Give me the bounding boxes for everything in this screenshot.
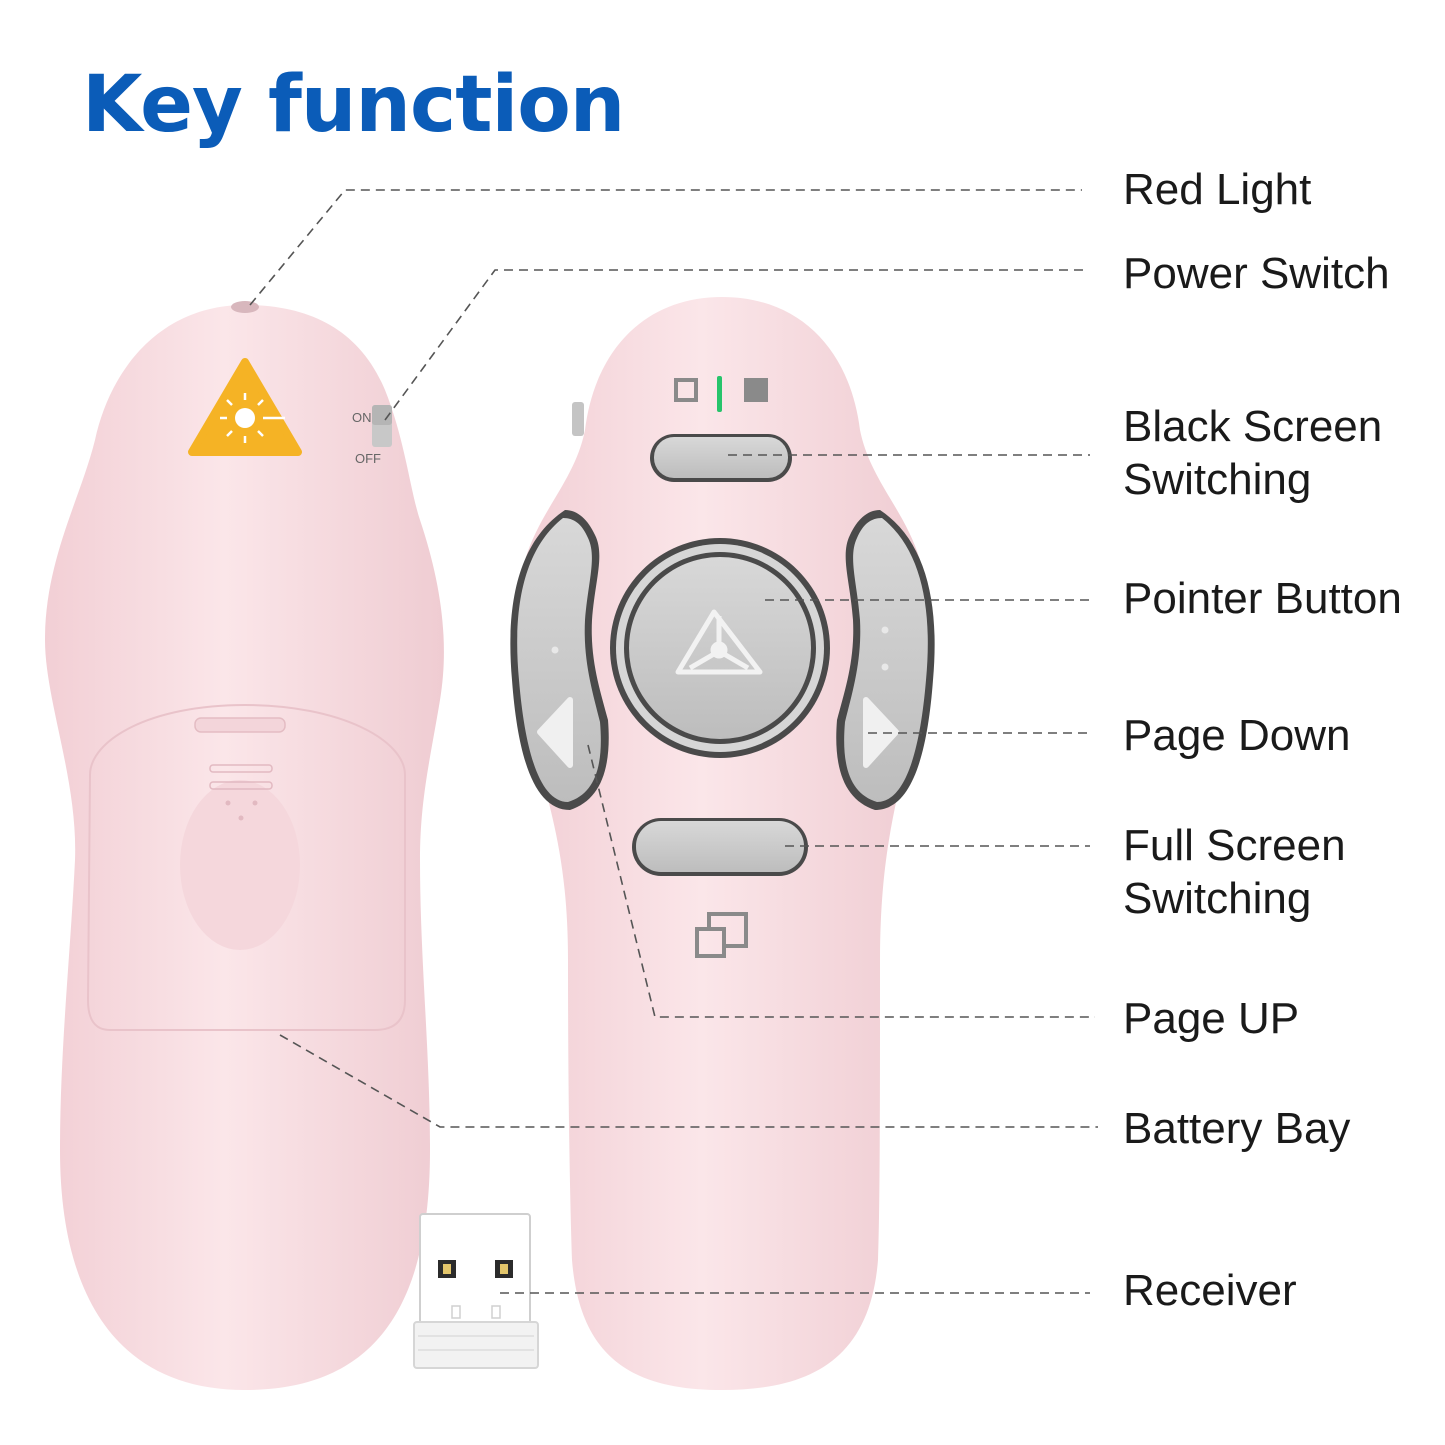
leader-page-up xyxy=(587,744,1095,1018)
page-up-button[interactable] xyxy=(510,510,609,810)
label-full-screen: Full Screen Switching xyxy=(1123,821,1346,923)
full-screen-icon xyxy=(695,912,748,958)
leader-battery-bay xyxy=(279,1034,1098,1128)
laser-warning-icon xyxy=(188,358,302,456)
label-red-light: Red Light xyxy=(1123,165,1312,214)
page-title: Key function xyxy=(82,60,625,150)
status-led xyxy=(717,376,722,412)
device-front-view xyxy=(510,297,935,1390)
page-up-icon xyxy=(537,697,573,768)
black-screen-icon xyxy=(674,378,768,402)
label-battery-bay: Battery Bay xyxy=(1123,1104,1351,1153)
label-pointer-button: Pointer Button xyxy=(1123,574,1402,623)
switch-on-mark: ON xyxy=(352,410,372,425)
leader-power-switch xyxy=(384,269,1085,421)
leader-lines xyxy=(249,189,1098,1294)
leader-red-light xyxy=(249,189,1082,306)
label-black-screen: Black Screen Switching xyxy=(1123,402,1383,504)
pointer-icon xyxy=(675,609,763,675)
label-page-down: Page Down xyxy=(1123,711,1351,760)
page-down-button[interactable] xyxy=(836,510,935,810)
label-power-switch: Power Switch xyxy=(1123,249,1390,298)
label-page-up: Page UP xyxy=(1123,994,1300,1043)
page-down-icon xyxy=(863,697,899,768)
power-switch[interactable] xyxy=(372,405,392,447)
pointer-button[interactable] xyxy=(610,538,830,758)
label-receiver: Receiver xyxy=(1123,1266,1297,1315)
usb-receiver-icon xyxy=(413,1213,539,1369)
device-back-view: ON OFF xyxy=(45,301,444,1390)
switch-off-mark: OFF xyxy=(355,451,381,466)
red-light-aperture xyxy=(231,301,259,313)
battery-bay-cover xyxy=(86,703,406,1031)
